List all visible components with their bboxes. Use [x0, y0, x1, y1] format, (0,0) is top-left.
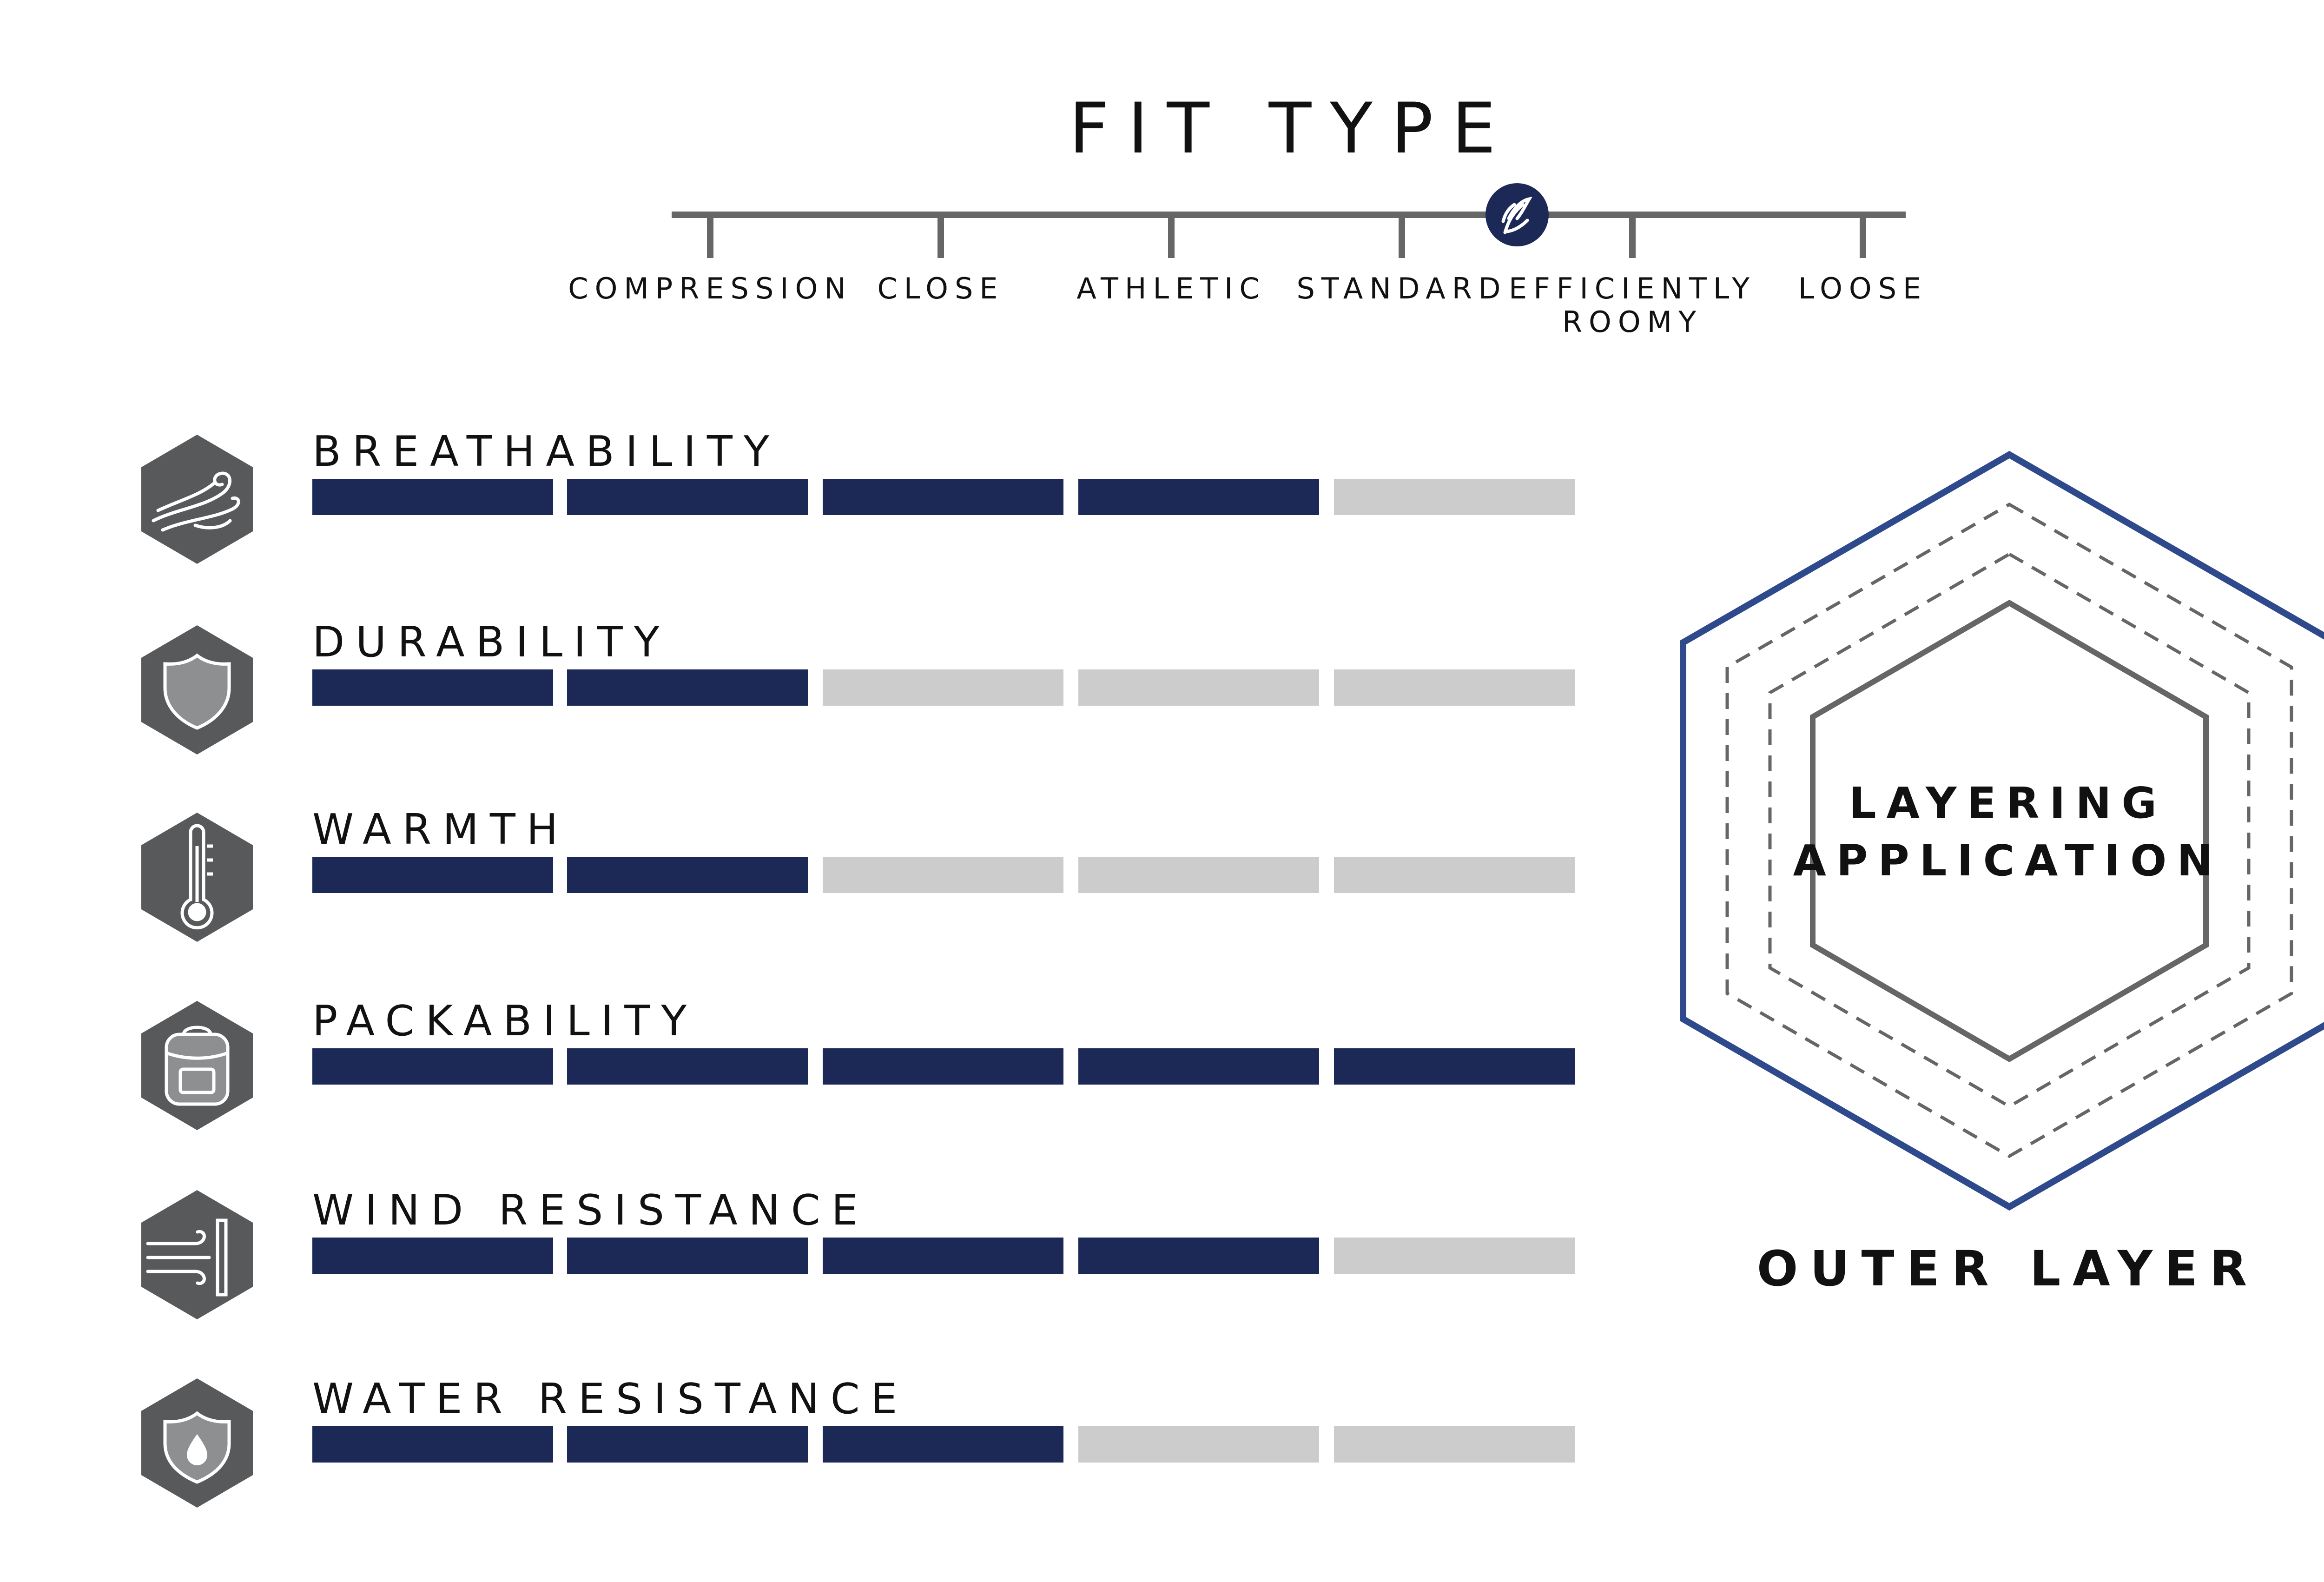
shield-icon [163, 653, 231, 730]
fit-type-scale [672, 183, 1906, 258]
outer-layer-hex [1680, 450, 2324, 1211]
rating-segment-filled [1078, 1048, 1319, 1085]
rating-segment-empty [1334, 479, 1575, 515]
rating-segment-filled [823, 1426, 1063, 1463]
rating-segment-filled [1078, 1238, 1319, 1274]
rating-segment-filled [312, 669, 553, 706]
rating-label: WATER RESISTANCE [312, 1375, 909, 1423]
rating-segment-filled [567, 857, 808, 893]
rating-segment-filled [567, 479, 808, 515]
base-layer-hex [1810, 600, 2209, 1062]
rating-segment-empty [1334, 669, 1575, 706]
rating-segment-empty [823, 857, 1063, 893]
wind-swirl-icon [152, 471, 240, 532]
rating-segment-filled [567, 669, 808, 706]
layer-name: OUTER LAYER [1756, 1240, 2259, 1297]
layering-diagram [1680, 450, 2324, 1211]
fit-type-title: FIT TYPE [1069, 88, 1515, 169]
rating-segment-filled [312, 1426, 553, 1463]
rating-segment-empty [1334, 1238, 1575, 1274]
mid-layer-hex-inner [1768, 552, 2251, 1109]
rating-segment-filled [1078, 479, 1319, 515]
fit-option-label: STANDARD [1253, 272, 1551, 305]
wind-resistance-hex [141, 1190, 253, 1319]
water-drop-icon [187, 1434, 207, 1465]
layering-line2: APPLICATION [1793, 836, 2223, 886]
rating-segment-filled [312, 479, 553, 515]
fit-option-label: ATHLETIC [1023, 272, 1320, 305]
water-resistance-hex [141, 1378, 253, 1508]
fit-marker [1486, 183, 1549, 246]
thermometer-icon [180, 824, 214, 930]
rating-label: BREATHABILITY [312, 427, 780, 476]
rating-segment-empty [1334, 1426, 1575, 1463]
rating-label: PACKABILITY [312, 997, 698, 1046]
fit-option-label-line1: COMPRESSION [568, 271, 852, 305]
rating-segment-filled [312, 1048, 553, 1085]
rating-segment-filled [312, 857, 553, 893]
rating-segment-empty [1078, 1426, 1319, 1463]
rating-label: DURABILITY [312, 618, 671, 667]
rating-segment-empty [1334, 857, 1575, 893]
fit-option-label-line1: STANDARD [1296, 271, 1507, 305]
rating-segment-filled [823, 479, 1063, 515]
rating-segment-filled [1334, 1048, 1575, 1085]
rating-icons [141, 435, 253, 1508]
layering-title: LAYERING APPLICATION [1738, 774, 2278, 890]
fit-option-label-line1: ATHLETIC [1076, 271, 1266, 305]
layering-line1: LAYERING [1849, 778, 2167, 828]
warmth-hex [141, 813, 253, 942]
bird-logo-icon [1501, 196, 1532, 234]
rating-segment-filled [567, 1426, 808, 1463]
rating-segment-filled [567, 1048, 808, 1085]
rating-segment-filled [823, 1238, 1063, 1274]
rating-segment-filled [823, 1048, 1063, 1085]
rating-segment-empty [823, 669, 1063, 706]
rating-bars [312, 479, 1575, 1463]
rating-segment-filled [312, 1238, 553, 1274]
rating-label: WIND RESISTANCE [312, 1186, 869, 1235]
mid-layer-hex-outer [1725, 502, 2293, 1158]
rating-segment-empty [1078, 857, 1319, 893]
fit-option-label: CLOSE [792, 272, 1089, 305]
fit-option-label: LOOSE [1714, 272, 2012, 305]
packability-hex [141, 1001, 253, 1130]
fit-option-label: COMPRESSION [561, 272, 859, 305]
fit-option-label-line1: LOOSE [1798, 271, 1928, 305]
backpack-icon [165, 1026, 230, 1106]
wind-barrier-icon [146, 1218, 228, 1297]
rating-label: WARMTH [312, 805, 569, 854]
rating-segment-filled [567, 1238, 808, 1274]
fit-option-label-line1: EFFICIENTLY [1509, 271, 1756, 305]
fit-option-label-line2: ROOMY [1562, 305, 1703, 339]
durability-hex [141, 625, 253, 755]
breathability-hex [141, 435, 253, 564]
fit-option-label-line1: CLOSE [877, 271, 1004, 305]
rating-segment-empty [1078, 669, 1319, 706]
